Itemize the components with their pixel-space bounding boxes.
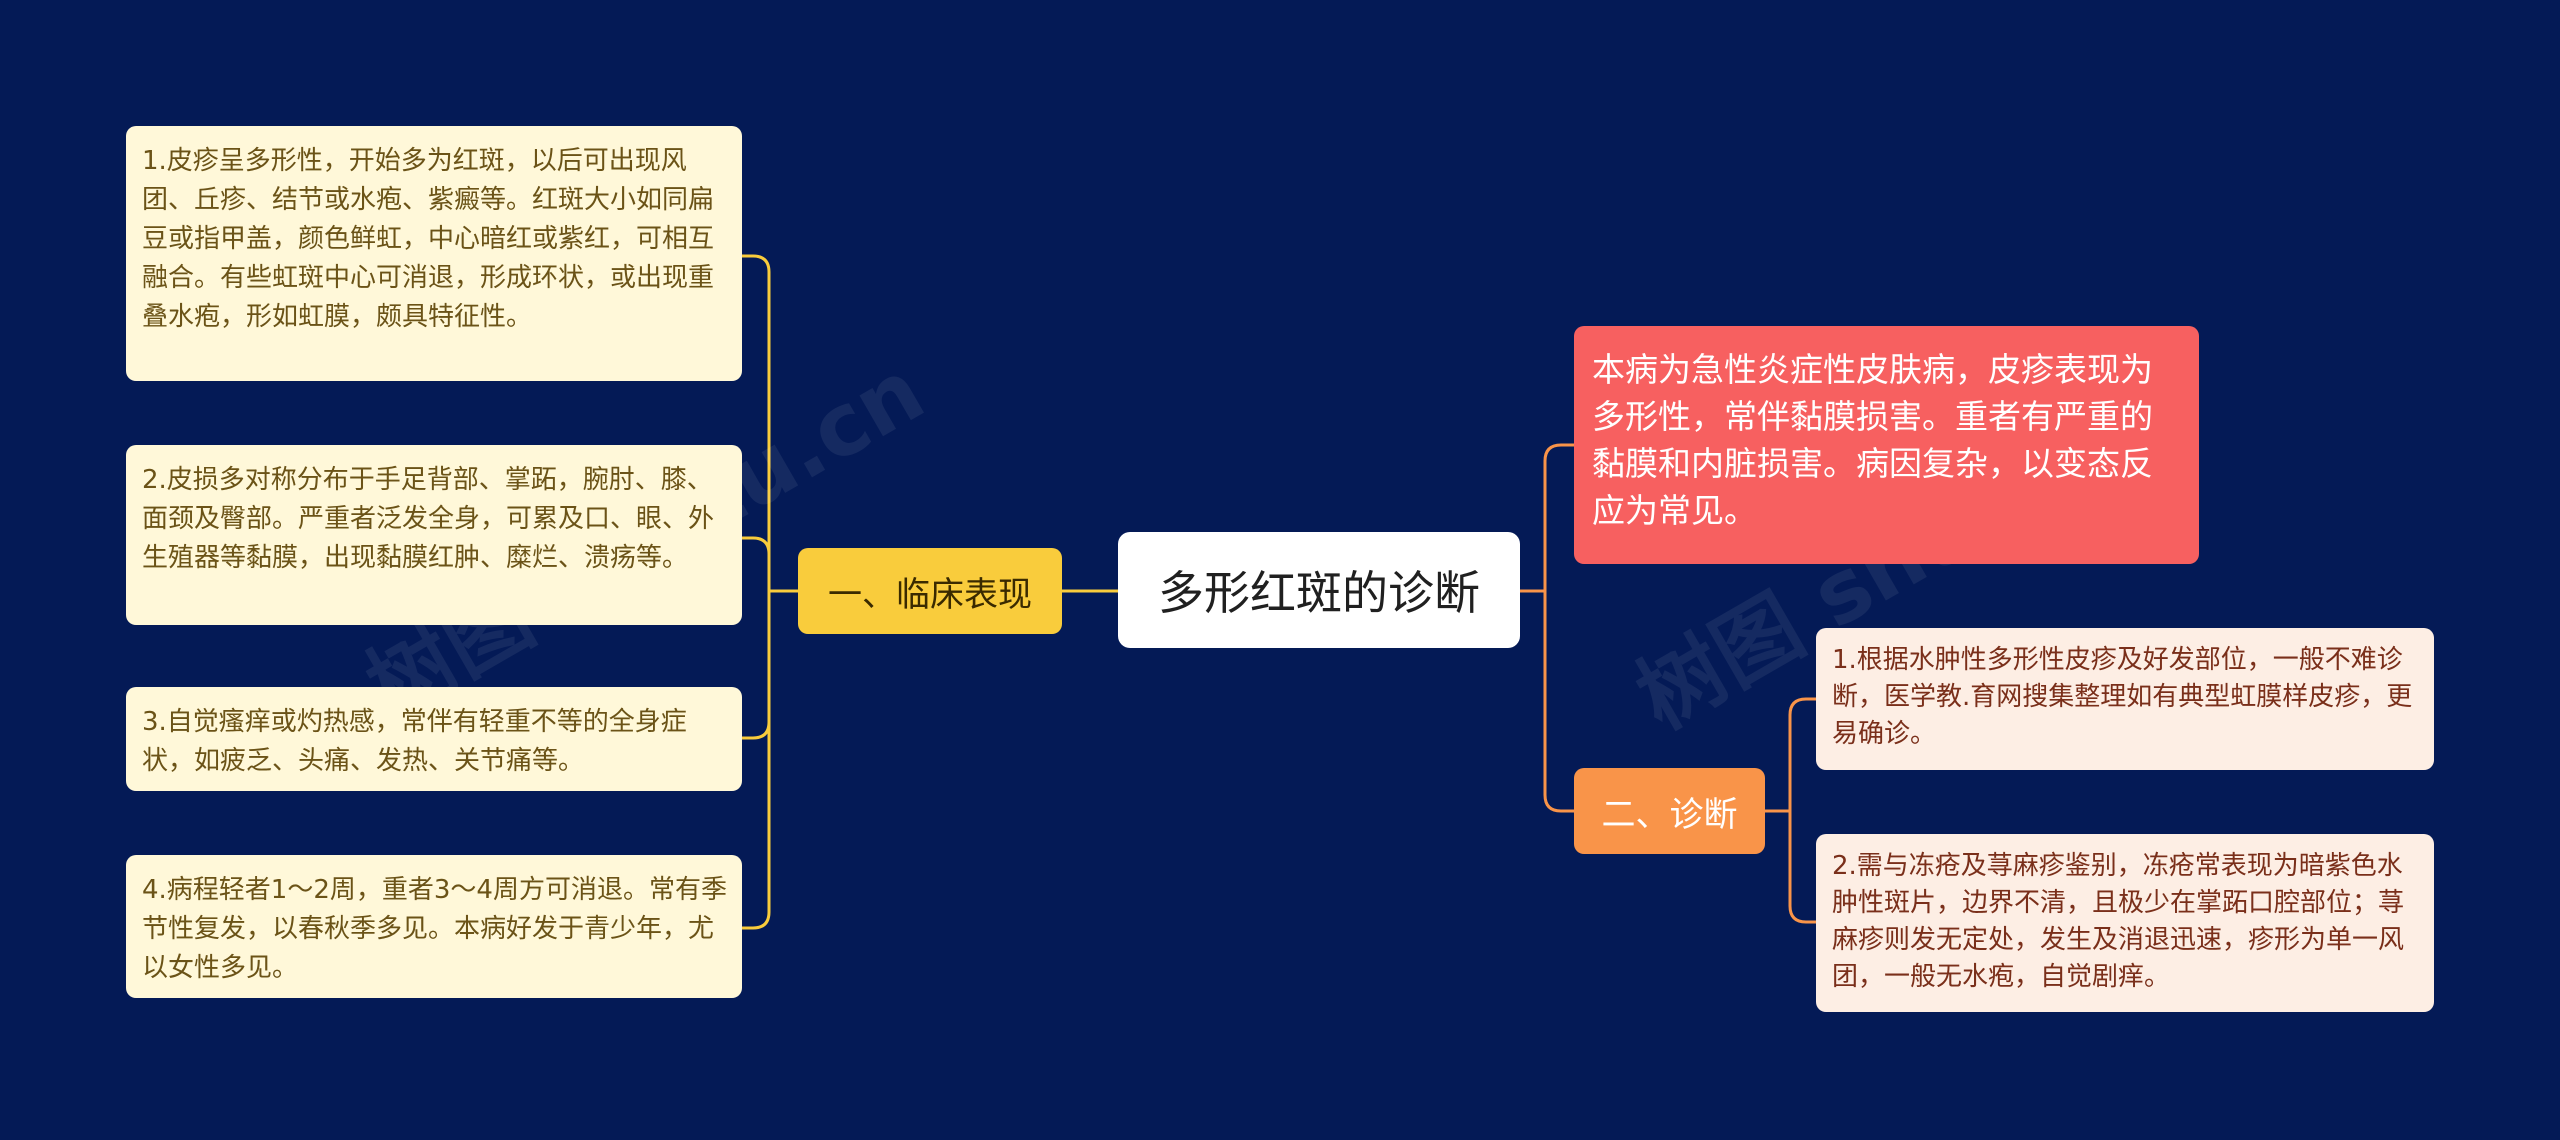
connector-right-leaves (1765, 697, 1816, 924)
diagnosis-item-1: 1.根据水肿性多形性皮疹及好发部位，一般不难诊断，医学教.育网搜集整理如有典型虹… (1816, 628, 2434, 770)
branch-diagnosis[interactable]: 二、诊断 (1574, 768, 1765, 854)
branch-clinical-manifestations[interactable]: 一、临床表现 (798, 548, 1062, 634)
summary-node: 本病为急性炎症性皮肤病，皮疹表现为多形性，常伴黏膜损害。重者有严重的黏膜和内脏损… (1574, 326, 2199, 564)
root-topic[interactable]: 多形红斑的诊断 (1118, 532, 1520, 648)
diagnosis-item-2: 2.需与冻疮及荨麻疹鉴别，冻疮常表现为暗紫色水肿性斑片，边界不清，且极少在掌跖口… (1816, 834, 2434, 1012)
clinical-item-1: 1.皮疹呈多形性，开始多为红斑，以后可出现风团、丘疹、结节或水疱、紫癜等。红斑大… (126, 126, 742, 381)
clinical-item-4: 4.病程轻者1～2周，重者3～4周方可消退。常有季节性复发，以春秋季多见。本病好… (126, 855, 742, 998)
connector-left-leaves (740, 254, 800, 930)
clinical-item-3: 3.自觉瘙痒或灼热感，常伴有轻重不等的全身症状，如疲乏、头痛、发热、关节痛等。 (126, 687, 742, 791)
clinical-item-2: 2.皮损多对称分布于手足背部、掌跖，腕肘、膝、面颈及臀部。严重者泛发全身，可累及… (126, 445, 742, 625)
connector-root-right (1520, 443, 1574, 813)
